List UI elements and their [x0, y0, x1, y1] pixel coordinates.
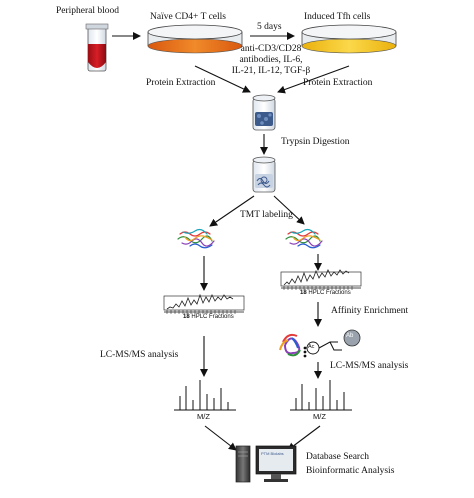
acetyl-label: Ac	[308, 344, 315, 350]
tfh-petri-dish-icon	[301, 24, 397, 54]
mz-right-label: M/Z	[313, 412, 326, 421]
mz-left-label: M/Z	[197, 412, 210, 421]
lcms-right-label: LC-MS/MS analysis	[330, 361, 409, 371]
arrow-naive-to-tube	[194, 65, 251, 93]
antibody-bead-icon	[279, 329, 361, 358]
mass-spectrum-icon-right	[290, 380, 352, 411]
stimulation-label: anti-CD3/CD28 antibodies, IL-6, IL-21, I…	[229, 44, 313, 77]
blood-tube-icon	[85, 23, 109, 72]
mass-spectrum-icon-left	[174, 380, 236, 411]
sample-tube-icon	[252, 94, 276, 131]
induced-tfh-label: Induced Tfh cells	[304, 12, 371, 22]
peptide-strands-icon	[177, 228, 215, 249]
stim-line-1: anti-CD3/CD28	[240, 44, 302, 54]
hplc-right-number: 18	[300, 290, 307, 296]
arrow-left-ms-to-analysis	[204, 425, 237, 451]
trypsin-digestion-label: Trypsin Digestion	[281, 137, 350, 147]
petri-dish-icon	[147, 24, 243, 54]
days-label: 5 days	[257, 22, 282, 32]
antibody-label: Ab	[346, 333, 354, 339]
stim-line-2: antibodies, IL-6,	[239, 54, 303, 65]
naive-cells-label: Naïve CD4+ T cells	[150, 12, 226, 22]
hplc-right-label: 18 HPLC Fractions	[300, 290, 351, 297]
protein-extraction-right-label: Protein Extraction	[303, 78, 373, 88]
peptide-tube-icon	[252, 156, 276, 193]
tmt-labeling-label: TMT labeling	[240, 210, 293, 220]
monitor-text: PTM Biolabs	[261, 451, 284, 456]
protein-extraction-left-label: Protein Extraction	[146, 78, 216, 88]
computer-icon	[235, 445, 297, 483]
peripheral-blood-label: Peripheral blood	[56, 6, 120, 16]
arrow-tfh-to-tube	[277, 65, 350, 94]
hplc-left-number: 18	[183, 314, 190, 320]
hplc-left-text: HPLC Fractions	[191, 314, 234, 320]
hplc-right-text: HPLC Fractions	[308, 290, 351, 296]
stim-line-3: IL-21, IL-12, TGF-β	[231, 65, 311, 76]
bioinformatic-analysis-label: Bioinformatic Analysis	[306, 466, 395, 476]
arrow-to-left-branch	[209, 195, 255, 227]
chromatogram-icon-left	[163, 293, 245, 314]
hplc-left-label: 18 HPLC Fractions	[183, 314, 234, 321]
peptide-strands-icon-right	[285, 228, 323, 249]
chromatogram-icon-right	[280, 269, 362, 290]
arrow-to-right-branch	[273, 195, 305, 225]
affinity-enrichment-label: Affinity Enrichment	[331, 306, 409, 316]
database-search-label: Database Search	[306, 452, 370, 462]
lcms-left-label: LC-MS/MS analysis	[100, 350, 179, 360]
